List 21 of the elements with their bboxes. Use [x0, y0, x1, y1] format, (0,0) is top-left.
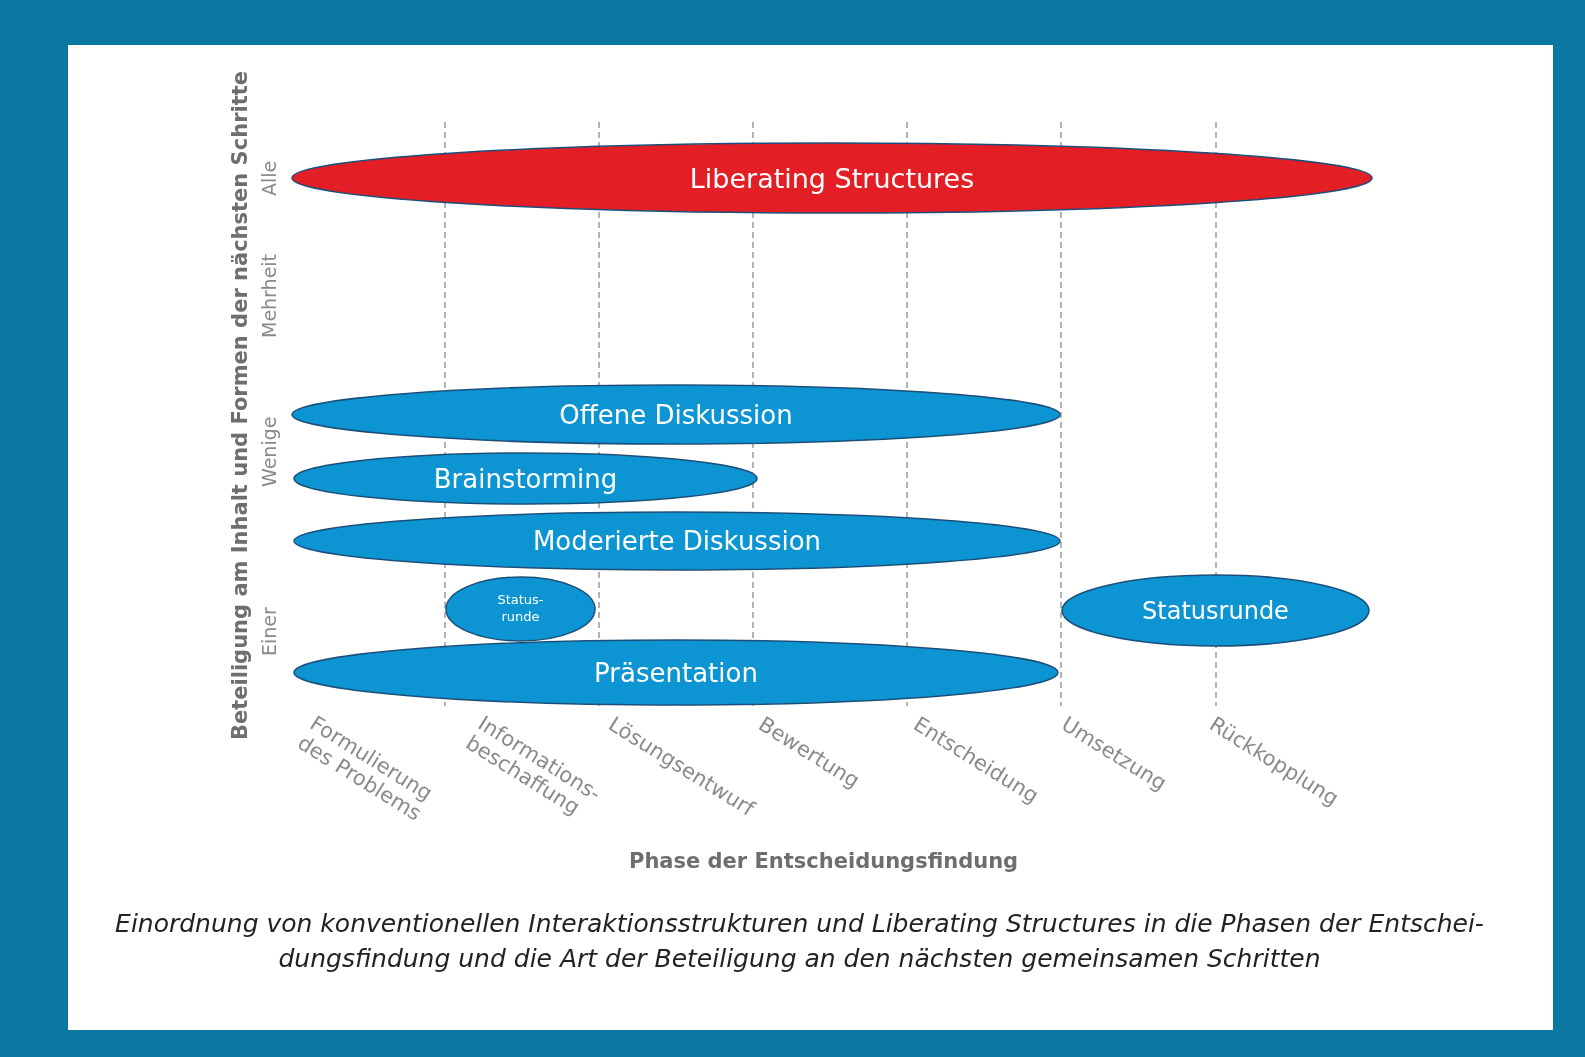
- method-ellipse: [445, 576, 596, 642]
- method-label: Moderierte Diskussion: [532, 526, 822, 556]
- method-label: Status- runde: [496, 592, 545, 626]
- level-label: Wenige: [258, 416, 280, 487]
- axis-title: Beteiligung am Inhalt und Formen der nächsten Schritte: [228, 71, 252, 740]
- method-ellipse: [1061, 574, 1370, 647]
- method-label: Offene Diskussion: [559, 399, 793, 430]
- method-ellipse: [293, 639, 1059, 706]
- method-ellipse: [291, 142, 1373, 214]
- method-label: Präsentation: [594, 657, 758, 688]
- method-label: Liberating Structures: [689, 162, 975, 194]
- method-ellipse: [293, 452, 758, 505]
- caption: Einordnung von konventionellen Interaktionsstrukturen und Liberating Structures in die Phasen der Entschei- dungsfindung und die Art der Beteiligung an den nächsten gemeinsamen Schritten: [114, 908, 1485, 975]
- level-label: Mehrheit: [258, 253, 280, 338]
- level-label: Alle: [258, 160, 280, 196]
- level-label: Einer: [258, 607, 280, 656]
- method-label: Brainstorming: [433, 463, 618, 494]
- axis-title: Phase der Entscheidungsfindung: [629, 849, 1019, 873]
- method-label: Statusrunde: [1142, 596, 1289, 625]
- method-ellipse: [291, 384, 1061, 445]
- method-ellipse: [293, 511, 1061, 571]
